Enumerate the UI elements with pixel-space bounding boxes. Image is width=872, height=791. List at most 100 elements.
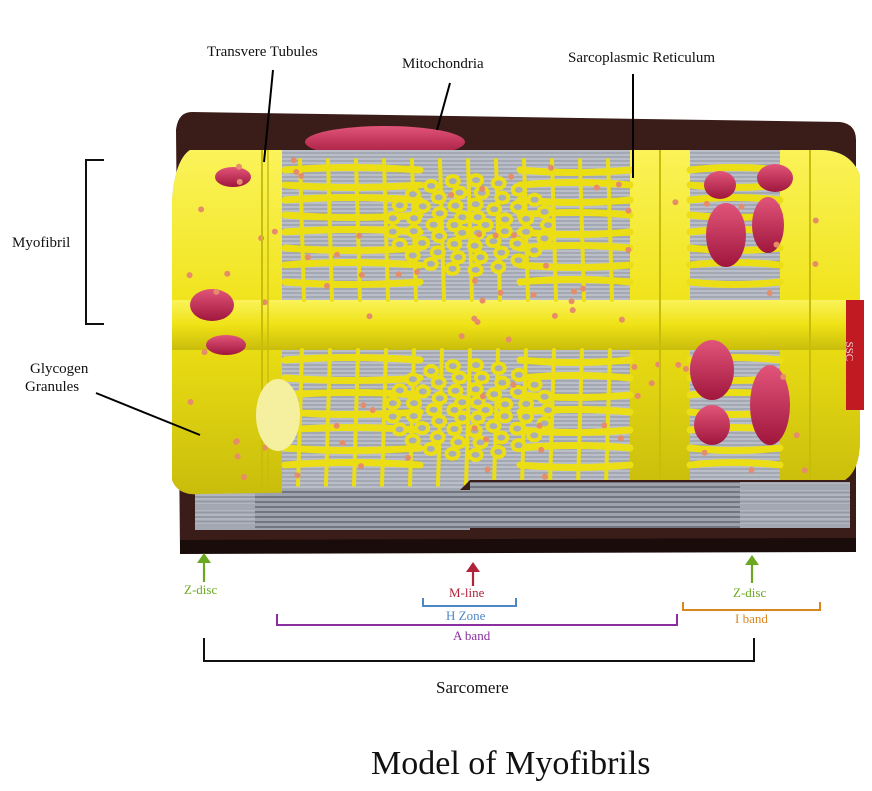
- glycogen-granule: [508, 173, 515, 180]
- glycogen-granule: [511, 232, 517, 239]
- reticulum-fenestration: [425, 217, 442, 232]
- reticulum-fenestration: [404, 372, 421, 387]
- reticulum-tubule: [686, 459, 784, 469]
- reticulum-fenestration: [497, 212, 514, 227]
- label-a-band: A band: [453, 628, 491, 643]
- glycogen-granule: [801, 467, 808, 474]
- reticulum-fenestration: [518, 211, 535, 226]
- reticulum-fenestration: [467, 197, 484, 212]
- reticulum-fenestration: [510, 253, 527, 268]
- glycogen-granule: [479, 393, 486, 400]
- mitochondrion: [215, 167, 251, 187]
- glycogen-granule: [780, 373, 787, 380]
- reticulum-fenestration: [469, 410, 486, 425]
- reticulum-fenestration: [467, 447, 484, 462]
- glycogen-granule: [232, 438, 239, 445]
- reticulum-fenestration: [423, 364, 440, 378]
- glycogen-granule: [551, 312, 558, 319]
- reticulum-fenestration: [536, 204, 553, 219]
- glycogen-granule: [293, 169, 300, 175]
- z-disc-left-arrow: [197, 553, 211, 582]
- reticulum-connector: [604, 158, 614, 487]
- glycogen-granule: [631, 364, 638, 370]
- reticulum-fenestration: [406, 211, 422, 226]
- glycogen-granule: [395, 271, 402, 278]
- mitochondrion: [706, 203, 746, 267]
- reticulum-fenestration: [490, 361, 507, 376]
- figure-title: Model of Myofibrils: [371, 745, 651, 782]
- reticulum-fenestration: [391, 198, 408, 213]
- glycogen-granule: [625, 207, 632, 214]
- label-glycogen-line1: Glycogen: [30, 361, 89, 377]
- reticulum-tubule: [516, 228, 634, 238]
- reticulum-tubule: [516, 391, 634, 401]
- glycogen-granule: [236, 163, 242, 170]
- glycogen-granule: [505, 336, 512, 343]
- reticulum-fenestration: [425, 402, 442, 417]
- glycogen-granule: [483, 436, 490, 443]
- reticulum-fenestration: [447, 198, 464, 213]
- side-tag: [846, 300, 864, 410]
- label-h-zone: H Zone: [446, 608, 486, 623]
- label-z-disc-left: Z-disc: [184, 582, 218, 597]
- glycogen-granule: [294, 472, 301, 479]
- reticulum-fenestration: [404, 433, 421, 448]
- reticulum-fenestration: [444, 261, 461, 276]
- reticulum-tubule: [281, 374, 424, 384]
- glycogen-granule: [471, 425, 478, 432]
- mitochondrion: [690, 340, 734, 400]
- reticulum-fenestration: [540, 403, 556, 418]
- reticulum-fenestration: [446, 422, 463, 436]
- glycogen-granule: [510, 381, 517, 388]
- glycogen-granule: [213, 288, 220, 295]
- reticulum-fenestration: [494, 375, 511, 390]
- glycogen-granule: [471, 315, 478, 322]
- reticulum-fenestration: [467, 262, 484, 277]
- reticulum-fenestration: [540, 218, 556, 233]
- label-glycogen-line2: Granules: [25, 379, 80, 395]
- label-sarcoplasmic-reticulum: Sarcoplasmic Reticulum: [568, 50, 716, 66]
- mitochondrion: [752, 197, 784, 253]
- reticulum-fenestration: [526, 428, 543, 443]
- reticulum-fenestration: [414, 421, 431, 435]
- glycogen-granule: [358, 272, 365, 278]
- reticulum-fenestration: [497, 397, 514, 412]
- reticulum-tubule: [516, 442, 634, 452]
- reticulum-tubule: [281, 164, 424, 174]
- reticulum-fenestration: [493, 430, 510, 445]
- label-m-line: M-line: [449, 585, 485, 600]
- mitochondrion: [190, 289, 234, 321]
- glycogen-granule: [793, 432, 800, 439]
- glycogen-granule: [366, 313, 373, 320]
- reticulum-fenestration: [490, 176, 507, 191]
- reticulum-fenestration: [469, 210, 486, 225]
- z-disc-right-arrow: [745, 555, 759, 583]
- reticulum-fenestration: [509, 385, 526, 399]
- glycogen-granule: [617, 435, 624, 442]
- mitochondrion: [704, 171, 736, 199]
- reticulum-tubule: [516, 276, 634, 286]
- glycogen-granule: [333, 422, 340, 429]
- reticulum-fenestration: [518, 224, 534, 239]
- glycogen-granule: [593, 184, 600, 191]
- reticulum-fenestration: [486, 387, 503, 402]
- reticulum-fenestration: [466, 238, 483, 253]
- glycogen-granule: [615, 181, 622, 188]
- reticulum-tubule: [516, 406, 634, 416]
- mitochondrion: [206, 335, 246, 355]
- reticulum-tubule: [516, 166, 634, 176]
- reticulum-tubule: [516, 356, 634, 366]
- mitochondrion: [694, 405, 730, 445]
- reticulum-fenestration: [414, 236, 431, 250]
- reticulum-fenestration: [391, 383, 408, 398]
- reticulum-fenestration: [496, 409, 513, 424]
- glycogen-granule: [448, 191, 455, 198]
- reticulum-fenestration: [467, 382, 484, 397]
- reticulum-fenestration: [431, 206, 448, 221]
- reticulum-fenestration: [510, 438, 527, 453]
- glycogen-granule: [492, 232, 499, 239]
- reticulum-fenestration: [473, 370, 490, 385]
- reticulum-fenestration: [509, 236, 526, 251]
- reticulum-tubule: [686, 444, 784, 454]
- glycogen-granule: [201, 349, 208, 356]
